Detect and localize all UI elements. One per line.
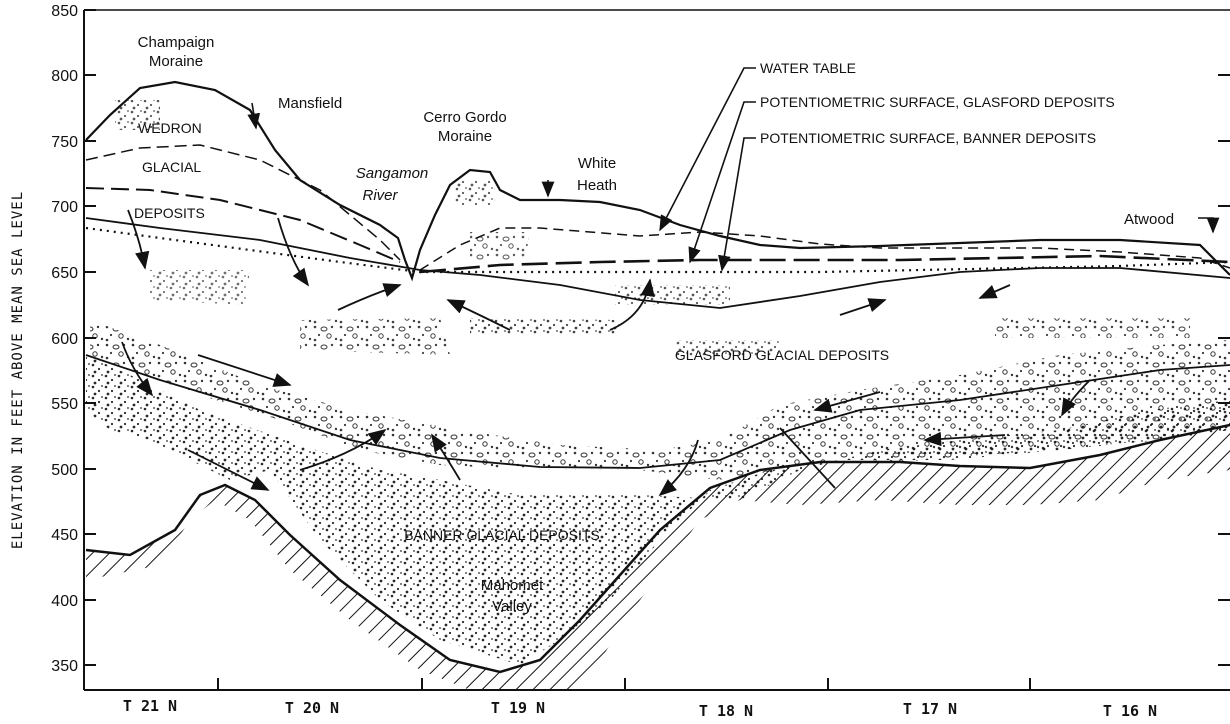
y-tick-label: 650 xyxy=(51,265,78,282)
gravel-patch xyxy=(150,270,250,305)
water-table xyxy=(419,227,1230,271)
land-surface xyxy=(85,80,1230,282)
gravel-patch xyxy=(470,318,620,335)
x-tick-label: T 17 N xyxy=(903,700,957,718)
y-tick-label: 750 xyxy=(51,134,78,151)
flow-arrow xyxy=(813,391,881,413)
y-axis: 850 800 750 700 650 600 550 500 450 400 … xyxy=(10,3,1230,675)
champaign-moraine-label: Moraine xyxy=(149,53,203,70)
wedron-dashed-1 xyxy=(85,144,401,261)
flow-arrow xyxy=(978,284,1011,299)
flow-arrow xyxy=(609,278,655,331)
x-tick-label: T 21 N xyxy=(123,697,177,715)
y-tick-label: 550 xyxy=(51,396,78,413)
cerro-gordo-moraine-label: Moraine xyxy=(438,128,492,145)
atwood-label: Atwood xyxy=(1124,211,1174,228)
y-tick-label: 850 xyxy=(51,3,78,20)
flow-arrow xyxy=(431,433,461,481)
flow-arrow xyxy=(197,354,292,387)
labels: Champaign Moraine Mansfield WEDRON GLACI… xyxy=(134,34,1174,615)
y-tick-label: 800 xyxy=(51,68,78,85)
x-axis: T 21 N T 20 N T 19 N T 18 N T 17 N T 16 … xyxy=(123,678,1157,720)
x-tick-label: T 20 N xyxy=(285,699,339,717)
glasford-deposits-label: GLASFORD GLACIAL DEPOSITS xyxy=(675,347,889,363)
flow-arrow xyxy=(277,217,310,287)
y-tick-label: 400 xyxy=(51,593,78,610)
y-tick-label: 450 xyxy=(51,527,78,544)
x-tick-label: T 18 N xyxy=(699,702,753,720)
water-table-label: WATER TABLE xyxy=(760,60,856,76)
champaign-moraine-label: Champaign xyxy=(138,34,215,51)
flow-arrow xyxy=(337,283,402,311)
mansfield-label: Mansfield xyxy=(278,95,342,112)
flow-arrow xyxy=(299,428,387,471)
wedron-glasford-contact xyxy=(85,217,1230,309)
flow-arrow xyxy=(127,209,150,270)
flow-arrow xyxy=(923,431,1006,447)
glacial-label: GLACIAL xyxy=(142,159,201,175)
flow-arrow xyxy=(1061,379,1091,417)
gravel-patch xyxy=(470,232,530,260)
cerro-gordo-moraine-label: Cerro Gordo xyxy=(423,109,506,126)
gravel-patch xyxy=(300,318,450,355)
gravel-patch xyxy=(455,180,495,205)
y-tick-label: 600 xyxy=(51,331,78,348)
plot-frame xyxy=(83,9,1230,691)
sangamon-river-label: Sangamon xyxy=(356,165,429,182)
flow-arrow xyxy=(187,449,270,491)
banner-deposits-fill xyxy=(86,355,1230,665)
wedron-label: WEDRON xyxy=(138,120,202,136)
y-tick-label: 700 xyxy=(51,199,78,216)
gravel-patch xyxy=(676,340,780,356)
bedrock xyxy=(86,425,1230,690)
leader-lines xyxy=(247,67,1220,272)
y-axis-label: ELEVATION IN FEET ABOVE MEAN SEA LEVEL xyxy=(10,191,26,549)
gravel-patch xyxy=(615,285,730,305)
deposits-label: DEPOSITS xyxy=(134,205,205,221)
y-tick-label: 500 xyxy=(51,462,78,479)
gravel-patch xyxy=(115,100,160,130)
flow-arrow xyxy=(839,298,887,316)
flow-arrow xyxy=(658,439,699,497)
mahomet-valley-label: Mahomet xyxy=(481,577,544,594)
potentiometric-glasford-label: POTENTIOMETRIC SURFACE, GLASFORD DEPOSIT… xyxy=(760,94,1115,110)
white-heath-label: White xyxy=(578,155,616,172)
white-heath-label: Heath xyxy=(577,177,617,194)
flow-arrows xyxy=(121,209,1091,497)
banner-deposits-label: BANNER GLACIAL DEPOSITS xyxy=(404,527,600,543)
flow-arrow xyxy=(121,341,154,397)
potentiometric-banner-label: POTENTIOMETRIC SURFACE, BANNER DEPOSITS xyxy=(760,130,1096,146)
y-tick-label: 350 xyxy=(51,658,78,675)
x-tick-label: T 16 N xyxy=(1103,702,1157,720)
flow-line xyxy=(779,427,836,489)
sangamon-river-label: River xyxy=(362,187,398,204)
flow-arrow xyxy=(446,299,511,331)
x-tick-label: T 19 N xyxy=(491,699,545,717)
glasford-banner-contact xyxy=(85,354,1230,469)
potentiometric-glasford xyxy=(419,254,1230,274)
mahomet-valley-label: Valley xyxy=(492,598,532,615)
bedrock-surface xyxy=(85,423,1230,674)
gravel-patch xyxy=(995,318,1190,338)
wedron-dashed-2 xyxy=(85,187,401,263)
